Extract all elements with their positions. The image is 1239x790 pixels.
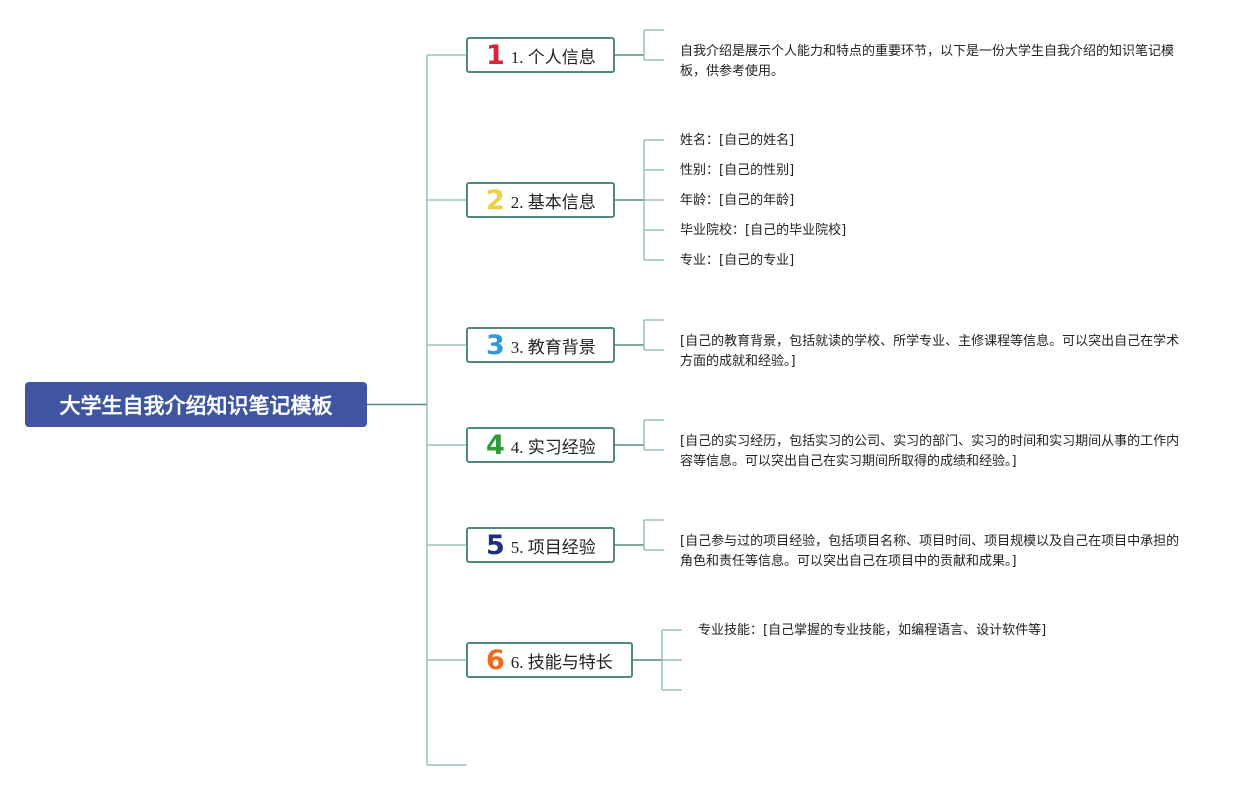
branch-node-4[interactable]: 4 4. 实习经验: [466, 427, 615, 463]
branch-2-item-gender: 性别：[自己的性别]: [680, 163, 795, 178]
branch-node-6[interactable]: 6 6. 技能与特长: [466, 642, 633, 678]
branch-6-item-skills: 专业技能：[自己掌握的专业技能，如编程语言、设计软件等]: [698, 623, 1047, 638]
branch-node-1[interactable]: 1 1. 个人信息: [466, 37, 615, 73]
branch-node-5[interactable]: 5 5. 项目经验: [466, 527, 615, 563]
root-topic[interactable]: 大学生自我介绍知识笔记模板: [25, 382, 367, 427]
number-3-icon: 3: [486, 329, 505, 361]
branch-4-content: [自己的实习经历，包括实习的公司、实习的部门、实习的时间和实习期间从事的工作内容…: [680, 434, 1180, 469]
branch-2-item-school: 毕业院校：[自己的毕业院校]: [680, 223, 847, 238]
branch-node-2[interactable]: 2 2. 基本信息: [466, 182, 615, 218]
branch-2-item-name: 姓名：[自己的姓名]: [680, 133, 795, 148]
branch-label-4: 4. 实习经验: [510, 437, 596, 457]
number-1-icon: 1: [486, 39, 505, 71]
number-6-icon: 6: [486, 644, 505, 676]
branch-label-6: 6. 技能与特长: [510, 652, 613, 672]
number-2-icon: 2: [486, 184, 505, 216]
branch-5-content: [自己参与过的项目经验，包括项目名称、项目时间、项目规模以及自己在项目中承担的角…: [680, 534, 1180, 569]
number-4-icon: 4: [486, 429, 505, 461]
number-5-icon: 5: [486, 529, 505, 561]
branch-label-1: 1. 个人信息: [510, 47, 596, 67]
branch-2-item-age: 年龄：[自己的年龄]: [680, 193, 795, 208]
branch-label-5: 5. 项目经验: [510, 537, 596, 557]
branch-3-content: [自己的教育背景，包括就读的学校、所学专业、主修课程等信息。可以突出自己在学术方…: [680, 334, 1180, 369]
root-title: 大学生自我介绍知识笔记模板: [59, 393, 333, 418]
branch-2-item-major: 专业：[自己的专业]: [680, 253, 795, 268]
branch-1-content: 自我介绍是展示个人能力和特点的重要环节，以下是一份大学生自我介绍的知识笔记模板，…: [680, 44, 1175, 79]
branch-node-3[interactable]: 3 3. 教育背景: [466, 327, 615, 363]
branch-label-2: 2. 基本信息: [510, 192, 596, 212]
branch-label-3: 3. 教育背景: [510, 337, 596, 357]
